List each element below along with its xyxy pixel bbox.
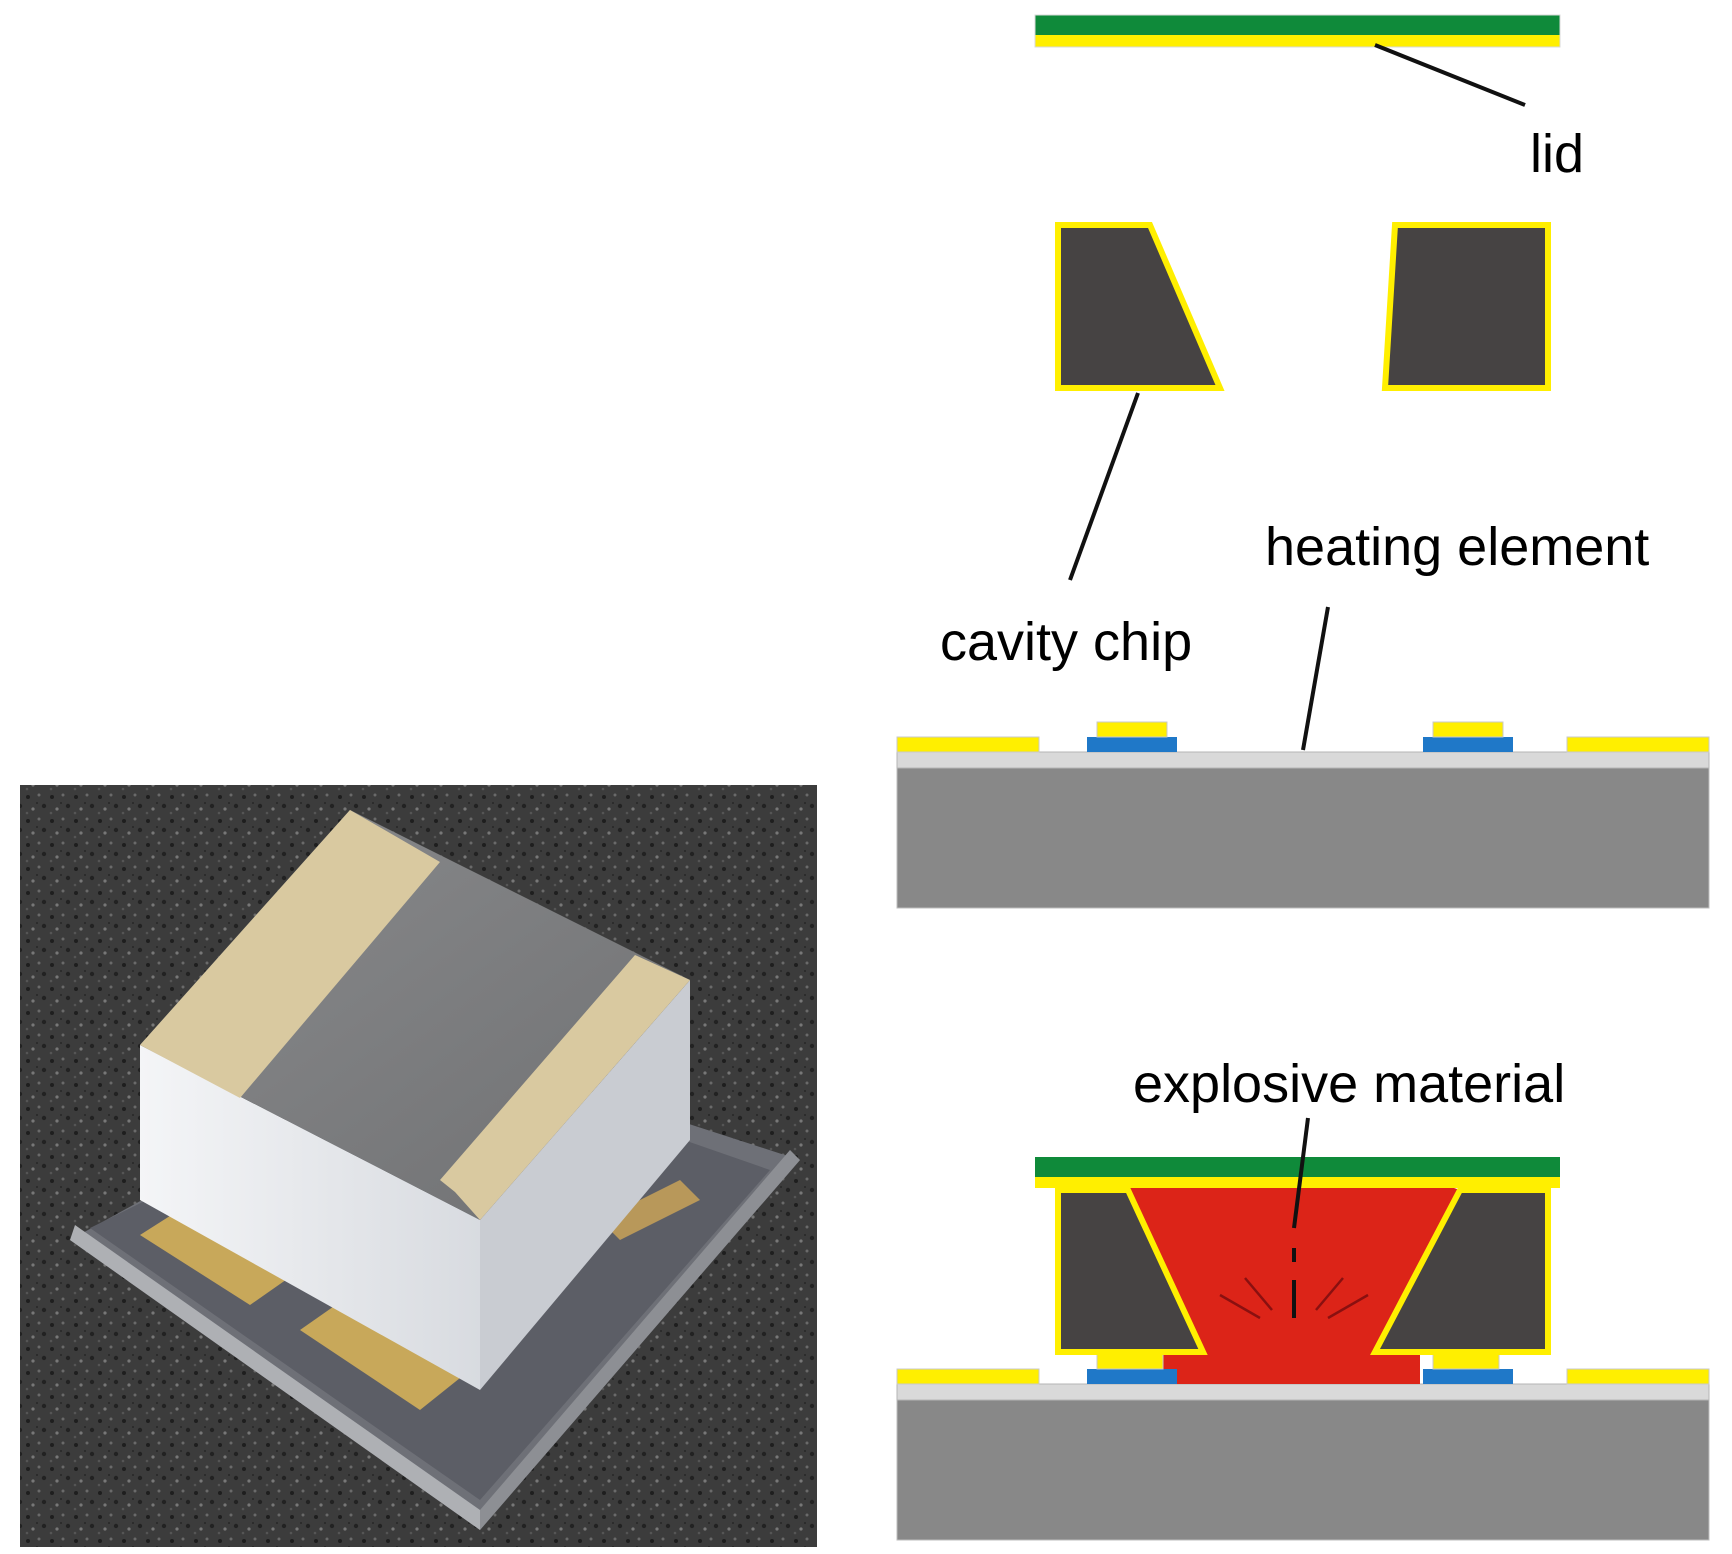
- cavity-chip-right-half: [1381, 222, 1551, 391]
- lid-leader-line: [1374, 43, 1526, 107]
- photo-pad: [300, 1295, 470, 1410]
- contact-gold-right: [1432, 721, 1504, 738]
- lid-gold-layer: [1035, 35, 1560, 47]
- photo-pad: [140, 1200, 300, 1305]
- assembled-outer-pad-right: [1566, 1368, 1710, 1385]
- cavity-chip-leader-line: [1068, 392, 1140, 581]
- assembled-chip-left-half: [1055, 1187, 1208, 1355]
- outer-pad-left: [896, 736, 1040, 753]
- assembled-chip-right-half: [1370, 1187, 1551, 1355]
- contact-blue-left: [1087, 737, 1177, 752]
- photo-cube-front: [140, 1045, 480, 1390]
- lid-label: lid: [1530, 124, 1584, 184]
- heating-element-label: heating element: [1265, 517, 1649, 577]
- cavity-chip-label: cavity chip: [940, 612, 1192, 672]
- photo-gold-stripe: [140, 810, 440, 1098]
- lid-part: [1034, 14, 1561, 48]
- cavity-chip-left-half: [1055, 222, 1225, 391]
- photo-cube-right: [480, 980, 690, 1390]
- substrate-oxide: [896, 751, 1710, 769]
- assembled-substrate-oxide: [896, 1383, 1710, 1401]
- cavity-chip-part: [1055, 222, 1551, 391]
- assembled-outer-pad-left: [896, 1368, 1040, 1385]
- heating-element-leader-line: [1301, 606, 1330, 751]
- lid-green-layer: [1035, 15, 1560, 35]
- ignition-burst: [1219, 1277, 1369, 1320]
- assembled-substrate-silicon: [896, 1399, 1710, 1541]
- contact-blue-right: [1423, 737, 1513, 752]
- substrate-exploded: [896, 721, 1710, 909]
- substrate-silicon: [896, 767, 1710, 909]
- assembled-contact-blue-right: [1423, 1369, 1513, 1384]
- assembled-device: [896, 1157, 1710, 1541]
- device-photo: [20, 785, 817, 1547]
- assembled-contact-gold-right: [1432, 1353, 1500, 1370]
- assembled-lid-gold: [1035, 1177, 1560, 1188]
- explosive-leader-line: [1292, 1117, 1310, 1229]
- photo-gold-stripe: [440, 955, 690, 1220]
- photo-pad: [600, 1180, 700, 1240]
- assembled-lid-green: [1035, 1157, 1560, 1177]
- explosive-material-label: explosive material: [1133, 1054, 1565, 1114]
- assembled-contact-blue-left: [1087, 1369, 1177, 1384]
- contact-gold-left: [1096, 721, 1168, 738]
- assembled-contact-gold-left: [1096, 1353, 1164, 1370]
- outer-pad-right: [1566, 736, 1710, 753]
